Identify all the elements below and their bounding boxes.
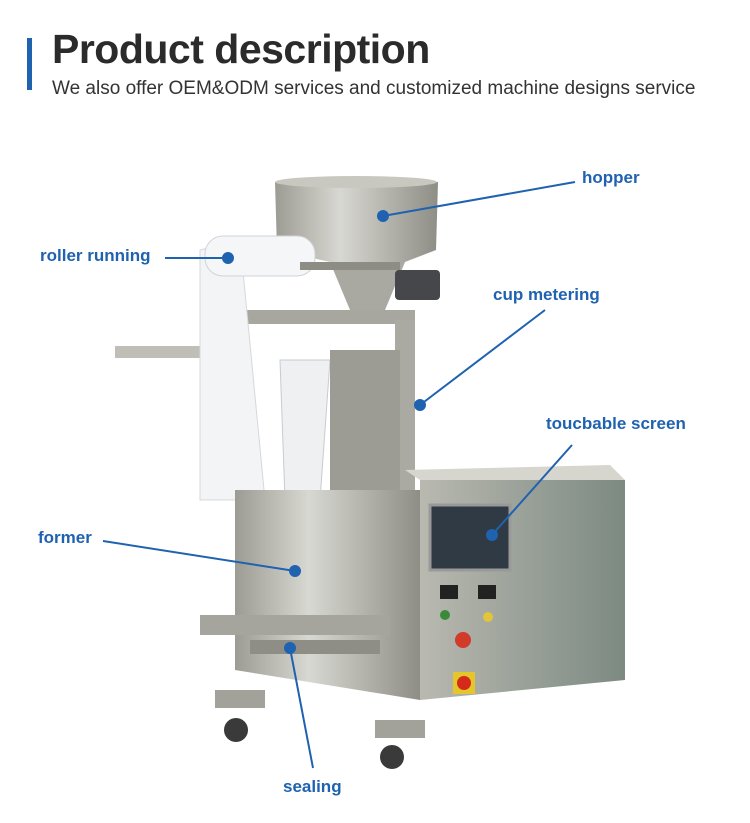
former-leader-line — [102, 540, 296, 572]
sealing-jaws — [200, 615, 390, 635]
label-touch-screen: toucbable screen — [546, 414, 686, 433]
roller-dot — [222, 252, 234, 264]
sealing-dot — [284, 642, 296, 654]
label-former: former — [38, 528, 92, 547]
label-sealing: sealing — [283, 777, 342, 796]
motor — [395, 270, 440, 300]
top-frame — [240, 310, 415, 324]
cup-metering-dot — [414, 399, 426, 411]
label-hopper: hopper — [582, 168, 640, 187]
hopper-leader-line — [382, 181, 576, 217]
cup-metering-leader-line — [419, 309, 546, 406]
title-accent-bar — [27, 38, 32, 90]
former-dot — [289, 565, 301, 577]
main-body — [235, 490, 420, 700]
label-roller-running: roller running — [40, 246, 151, 265]
screen-leader-line — [491, 444, 573, 536]
mechanism — [330, 350, 400, 490]
label-cup-metering: cup metering — [493, 285, 600, 304]
film-roll — [199, 235, 400, 501]
sealing-leader-line — [289, 647, 314, 769]
hopper-part — [275, 176, 438, 310]
page-subtitle: We also offer OEM&ODM services and custo… — [52, 78, 696, 99]
touch-screen — [428, 503, 512, 572]
screen-dot — [486, 529, 498, 541]
page-title: Product description — [52, 26, 430, 72]
hopper-dot — [377, 210, 389, 222]
